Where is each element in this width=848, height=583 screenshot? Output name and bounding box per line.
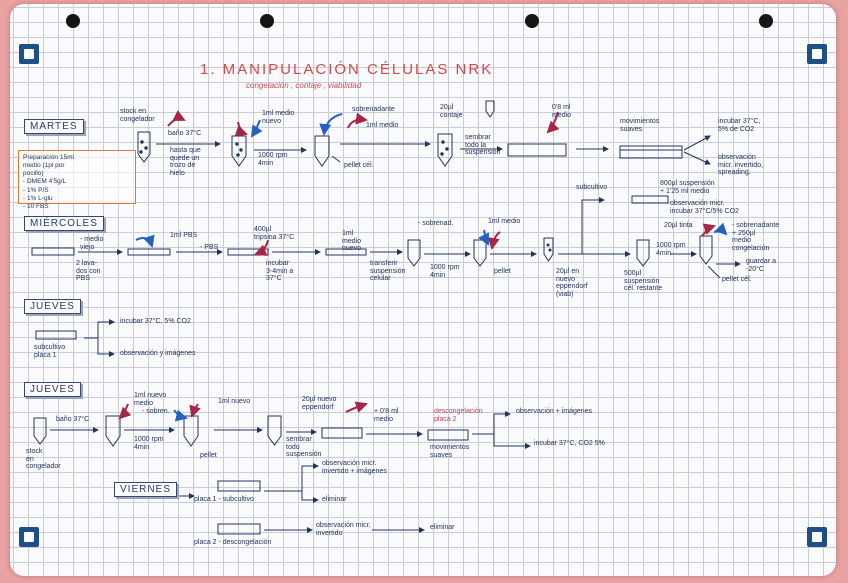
falcon-tube-1 — [231, 135, 247, 167]
note-hasta: hasta que quede un trozo de hielo — [170, 147, 201, 178]
note-pbs-2: - PBS — [200, 244, 219, 251]
notebook-page: 1. MANIPULACIÓN CÉLULAS NRK congelación … — [10, 4, 836, 576]
note-500ul: 500µl suspensión cél. restante — [624, 270, 663, 293]
note-incubar-2: incubar 37°C, CO2 5% — [534, 440, 605, 447]
note-medio-08-2: + 0'8 ml medio — [374, 408, 399, 423]
page-title: 1. MANIPULACIÓN CÉLULAS NRK — [200, 61, 494, 78]
petri-dish-2 — [619, 145, 683, 159]
note-20ul: 20µl contaje — [440, 104, 463, 119]
note-rpm-3: 1000 rpm 4min — [656, 242, 686, 257]
eppendorf-2 — [543, 237, 554, 262]
note-sobrenad: - sobrenad. — [418, 220, 454, 227]
note-incubar-34: incubar 3-4min a 37°C — [266, 260, 294, 283]
note-lavar: 2 lava- dos con PBS — [76, 260, 101, 283]
note-obs-viernes-2: observación micr. invertido — [316, 522, 371, 537]
note-tinta: 20µl tinta — [664, 222, 693, 229]
corner-marker-bottom-left — [19, 527, 39, 547]
note-rpm-4: 1000 rpm 4min — [134, 436, 164, 451]
note-incubar: incubar 37°C, 5% de CO2 — [718, 118, 761, 133]
note-obs-jueves: observación y imágenes — [120, 350, 196, 357]
note-20ul-2: 20µl nuevo eppendorf — [302, 396, 337, 411]
note-sembrar-2: sembrar todo suspensión — [286, 436, 322, 459]
note-pellet: pellet cél. — [344, 162, 374, 169]
note-bano: baño 37°C — [168, 130, 202, 137]
page-subtitle: congelación , contaje , viabilidad — [246, 81, 362, 90]
note-rpm-2: 1000 rpm 4min — [430, 264, 460, 279]
petri-dish-3 — [321, 427, 363, 439]
note-800ul: 800µl suspensión + 1'25 ml medio — [660, 180, 715, 195]
corner-marker-bottom-right — [807, 527, 827, 547]
note-mov-2: movimientos suaves — [430, 444, 470, 459]
day-label-martes: MARTES — [24, 119, 84, 134]
note-stock-2: stock en congelador — [26, 448, 61, 471]
note-tripsina: 400µl tripsina 37°C — [254, 226, 295, 241]
note-subcultivo: subcultivo — [576, 184, 608, 191]
day-label-viernes: VIERNES — [114, 482, 177, 497]
tube-viab — [636, 239, 650, 267]
eppendorf-1 — [485, 100, 495, 118]
note-pbs-1: 1ml PBS — [170, 232, 198, 239]
note-sembrar: sembrar todo la suspensión — [465, 134, 501, 157]
note-medio-nuevo-2: 1ml nuevo medio — [134, 392, 167, 407]
protocol-drawings — [31, 100, 741, 535]
plate-viernes-2 — [217, 523, 261, 535]
note-medio-1: 1ml medio nuevo — [262, 110, 295, 125]
plate-viernes-1 — [217, 480, 261, 492]
note-bano-2: baño 37°C — [56, 416, 90, 423]
note-placa1: placa 1 - subcultivo — [194, 496, 254, 503]
plate-jueves — [35, 330, 77, 340]
note-pellet-3: pellet cél. — [722, 276, 752, 283]
falcon-tube-2 — [314, 135, 330, 167]
note-eliminar: eliminar — [322, 496, 347, 503]
note-mov: movimientos suaves — [620, 118, 660, 133]
plate-wash — [31, 247, 75, 256]
note-obs-mic: observación micr. incubar 37°C/5% CO2 — [670, 200, 739, 215]
note-placa2: placa 2 - descongelación — [194, 539, 272, 546]
cryovial-tube — [137, 131, 151, 163]
note-pellet-2: pellet — [494, 268, 511, 275]
note-medio-nuevo: 1ml medio nuevo — [342, 230, 362, 253]
note-transferir: transferir suspensión celular — [370, 260, 406, 283]
prep-medium-box: Preparación 15ml medio (1pl por pocillo)… — [18, 150, 136, 210]
note-medio-nuevo-3: 1ml nuevo — [218, 398, 251, 405]
note-subcultivo-placa1: subcultivo placa 1 — [34, 344, 66, 359]
corner-marker-top-right — [807, 44, 827, 64]
note-medio-viejo: - medio viejo — [80, 236, 104, 251]
note-incubar-jueves: incubar 37°C, 5% CO2 — [120, 318, 191, 325]
note-medio-2: 1ml medio — [366, 122, 399, 129]
tube-transfer — [407, 239, 421, 267]
petri-dish-4 — [427, 429, 469, 441]
cryovial-2 — [33, 417, 47, 445]
note-obs-2: observación + imágenes — [516, 408, 593, 415]
note-stock: stock en congelador — [120, 108, 155, 123]
note-obs-viernes: observación micr. invertido + imágenes — [322, 460, 387, 475]
note-obs: observación micr. invertido, spreading. — [718, 154, 764, 177]
note-pellet-4: pellet — [200, 452, 217, 459]
falcon-tube-3 — [437, 133, 453, 167]
binder-hole-2 — [260, 14, 274, 28]
note-sobrenadante: sobrenadante — [352, 106, 395, 113]
note-medio-08: 0'8 ml medio — [552, 104, 572, 119]
corner-marker-top-left — [19, 44, 39, 64]
note-sobrenadante-2: - sobrenadante + 250µl medio congelación — [732, 222, 780, 253]
note-20ul-viab: 20µl en nuevo eppendorf (viab) — [556, 268, 588, 299]
note-rpm: 1000 rpm 4min — [258, 152, 288, 167]
plate-subcultivo — [631, 195, 669, 204]
day-label-jueves-2: JUEVES — [24, 382, 81, 397]
binder-hole-3 — [525, 14, 539, 28]
binder-hole-4 — [759, 14, 773, 28]
note-medio-3: 1ml medio — [488, 218, 521, 225]
note-guardar: guardar a -20°C — [746, 258, 776, 273]
day-label-miercoles: MIÉRCOLES — [24, 216, 104, 231]
binder-hole-1 — [66, 14, 80, 28]
note-eliminar-2: eliminar — [430, 524, 455, 531]
day-label-jueves-1: JUEVES — [24, 299, 81, 314]
petri-dish-1 — [507, 143, 567, 157]
note-descongelacion: descongelación placa 2 — [434, 408, 483, 423]
note-sobren: - sobren. — [142, 408, 170, 415]
